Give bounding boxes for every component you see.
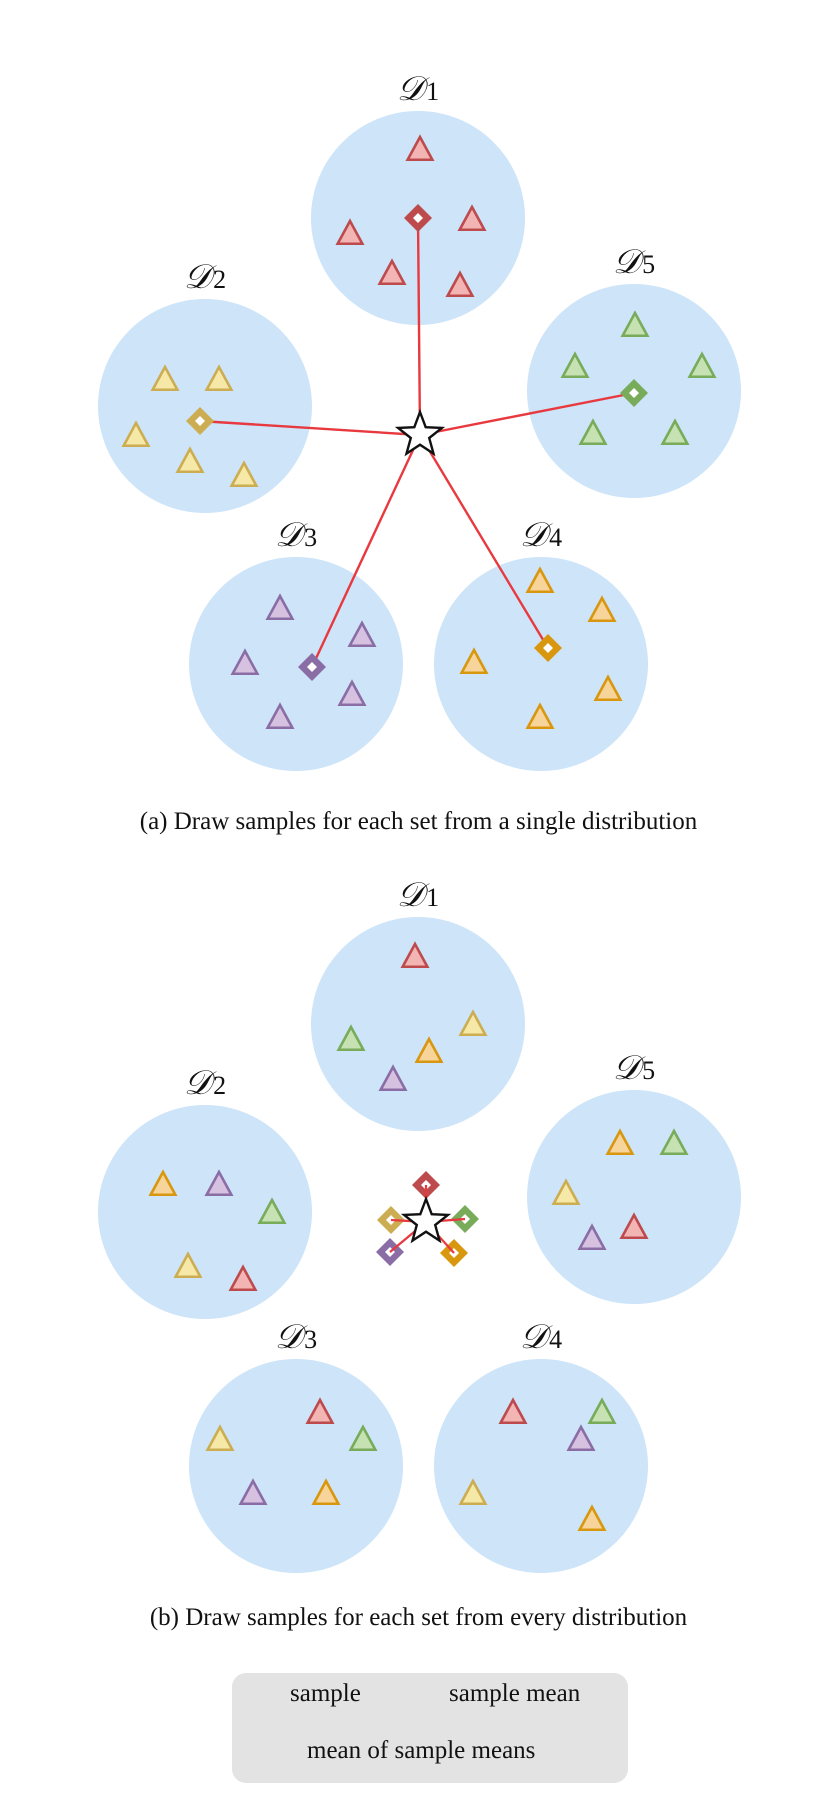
panel-a-set-3-sample-mean-icon — [298, 653, 326, 681]
panel-b-set-3-sample-icon — [238, 1478, 268, 1506]
panel-a-set-4-sample-icon — [525, 702, 555, 730]
panel-a-set-2-sample-icon — [150, 364, 180, 392]
panel-a-set-2-mean-line — [199, 419, 421, 437]
panel-b-set-2-sample-icon — [204, 1169, 234, 1197]
panel-a-set-1-label: 𝒟1 — [397, 71, 439, 108]
panel-a-set-5-sample-icon — [660, 418, 690, 446]
panel-a-set-3-sample-icon — [265, 593, 295, 621]
panel-a-set-2-label: 𝒟2 — [184, 259, 226, 296]
panel-a-set-1-sample-icon — [405, 134, 435, 162]
panel-b-set-4-sample-icon — [566, 1424, 596, 1452]
panel-b-set-2-sample-icon — [228, 1264, 258, 1292]
panel-a-set-1-sample-icon — [457, 204, 487, 232]
panel-a-set-3-sample-icon — [347, 620, 377, 648]
panel-b-set-3-circle — [189, 1359, 403, 1573]
panel-b-set-1-sample-icon — [414, 1036, 444, 1064]
panel-b-set-2-circle — [98, 1105, 312, 1319]
panel-a-set-2-sample-icon — [121, 420, 151, 448]
panel-b-set-3-sample-icon — [205, 1424, 235, 1452]
panel-b-set-1-sample-icon — [336, 1024, 366, 1052]
panel-b-set-1-circle — [311, 917, 525, 1131]
panel-b-set-5-sample-icon — [577, 1223, 607, 1251]
panel-b-set-1-sample-icon — [458, 1009, 488, 1037]
panel-b-set-2-sample-icon — [173, 1251, 203, 1279]
panel-a-set-3-sample-icon — [230, 648, 260, 676]
panel-a-set-5-sample-icon — [620, 310, 650, 338]
panel-a-set-2-sample-mean-icon — [186, 407, 214, 435]
panel-b-set-3-label: 𝒟3 — [275, 1319, 317, 1356]
panel-b-set-2-label: 𝒟2 — [184, 1065, 226, 1102]
panel-b-set-4-circle — [434, 1359, 648, 1573]
panel-b-set-1-label: 𝒟1 — [397, 877, 439, 914]
panel-a-set-3-label: 𝒟3 — [275, 517, 317, 554]
panel-a-set-4-mean-line — [418, 434, 550, 649]
panel-b-set-4-label: 𝒟4 — [520, 1319, 562, 1356]
panel-b-set-4-sample-icon — [577, 1504, 607, 1532]
panel-a-set-4-sample-icon — [587, 595, 617, 623]
panel-b-set-5-sample-icon — [659, 1128, 689, 1156]
panel-a-set-4-sample-icon — [593, 674, 623, 702]
panel-a-mean-of-means-star-icon — [394, 408, 446, 457]
panel-a-set-2-circle — [98, 299, 312, 513]
panel-b-set-3-sample-icon — [311, 1478, 341, 1506]
panel-a-set-5-sample-icon — [687, 351, 717, 379]
panel-a-set-5-sample-icon — [578, 418, 608, 446]
panel-b-set-5-circle — [527, 1090, 741, 1304]
caption-panel-b: (b) Draw samples for each set from every… — [149, 1604, 688, 1631]
panel-b-set-5-sample-icon — [551, 1178, 581, 1206]
panel-a-set-3-mean-line — [310, 434, 422, 668]
panel-b-set-5-label: 𝒟5 — [613, 1050, 655, 1087]
panel-b-set-3-sample-icon — [305, 1397, 335, 1425]
panel-a-set-1-sample-icon — [377, 258, 407, 286]
panel-a-set-1-sample-icon — [335, 218, 365, 246]
panel-a-set-3-circle — [189, 557, 403, 771]
panel-b-mean-of-means-star-icon — [400, 1195, 452, 1244]
panel-a-set-2-sample-icon — [229, 460, 259, 488]
panel-a-set-3-sample-icon — [265, 702, 295, 730]
caption-panel-a: (a) Draw samples for each set from a sin… — [139, 808, 698, 835]
panel-b-set-4-sample-icon — [587, 1397, 617, 1425]
panel-b-set-1-sample-icon — [400, 941, 430, 969]
panel-a-set-5-sample-icon — [560, 351, 590, 379]
panel-a-set-5-mean-line — [419, 391, 635, 437]
legend-sample-mean-label: sample mean — [449, 1680, 581, 1707]
panel-a-set-1-sample-mean-icon — [404, 204, 432, 232]
panel-b-set-1-sample-icon — [378, 1064, 408, 1092]
panel-a-set-4-sample-icon — [525, 566, 555, 594]
legend-sample-label: sample — [290, 1680, 361, 1707]
panel-b-set-4-sample-icon — [458, 1478, 488, 1506]
panel-b-set-4-sample-icon — [498, 1397, 528, 1425]
panel-a-set-4-label: 𝒟4 — [520, 517, 562, 554]
panel-b-set-2-sample-icon — [148, 1169, 178, 1197]
panel-a-set-4-sample-icon — [459, 647, 489, 675]
panel-a-set-5-label: 𝒟5 — [613, 244, 655, 281]
panel-a-set-3-sample-icon — [337, 679, 367, 707]
panel-a-set-5-sample-mean-icon — [620, 379, 648, 407]
legend — [232, 1673, 628, 1783]
panel-a-set-2-sample-icon — [175, 446, 205, 474]
panel-b-set-5-sample-icon — [605, 1128, 635, 1156]
panel-a-set-1-sample-icon — [445, 270, 475, 298]
panel-a-set-4-sample-mean-icon — [534, 634, 562, 662]
panel-a-set-1-mean-line — [416, 217, 422, 436]
panel-b-set-5-sample-icon — [619, 1212, 649, 1240]
panel-b-set-3-sample-icon — [348, 1424, 378, 1452]
legend-mean-of-means-label: mean of sample means — [307, 1737, 536, 1764]
panel-b-set-2-sample-icon — [257, 1197, 287, 1225]
panel-a-set-2-sample-icon — [204, 364, 234, 392]
